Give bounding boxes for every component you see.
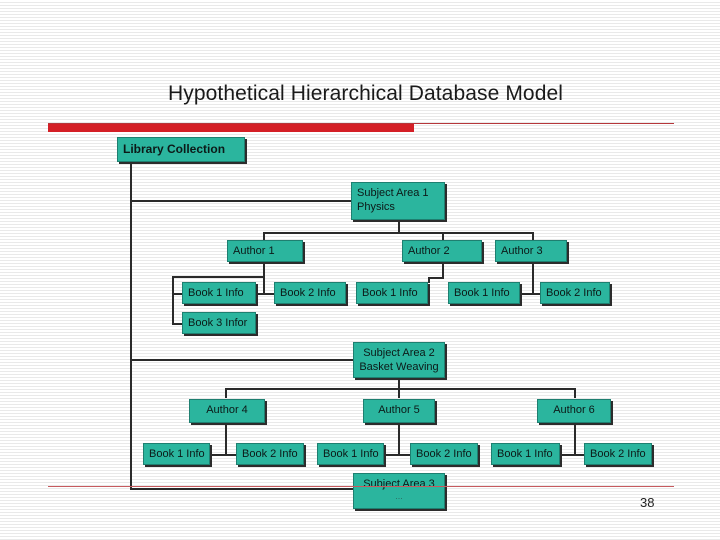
book-node: Book 2 Info bbox=[540, 282, 610, 304]
author-node: Author 5 bbox=[363, 399, 435, 423]
connector-line bbox=[428, 277, 444, 279]
book-label: Book 1 Info bbox=[497, 448, 553, 460]
book-node: Book 2 Info bbox=[584, 443, 652, 465]
connector-line bbox=[560, 454, 586, 456]
connector-line bbox=[532, 262, 534, 294]
slide-title: Hypothetical Hierarchical Database Model bbox=[168, 82, 564, 105]
author-label: Author 2 bbox=[408, 245, 450, 257]
connector-line bbox=[130, 488, 353, 490]
title-underline bbox=[48, 123, 674, 124]
connector-line bbox=[130, 163, 132, 489]
book-node: Book 2 Info bbox=[236, 443, 304, 465]
subject-area-node: Subject Area 1 Physics bbox=[351, 182, 445, 220]
author-label: Author 6 bbox=[553, 404, 595, 416]
connector-line bbox=[398, 388, 400, 398]
connector-line bbox=[225, 423, 227, 455]
connector-line bbox=[172, 323, 182, 325]
book-label: Book 2 Info bbox=[242, 448, 298, 460]
connector-line bbox=[225, 388, 576, 390]
book-label: Book 1 Info bbox=[188, 287, 244, 299]
author-node: Author 1 bbox=[227, 240, 303, 262]
book-label: Book 1 Info bbox=[454, 287, 510, 299]
connector-line bbox=[263, 232, 265, 240]
book-node: Book 1 Info bbox=[356, 282, 428, 304]
connector-line bbox=[263, 232, 534, 234]
connector-line bbox=[574, 423, 576, 455]
book-label: Book 2 Info bbox=[546, 287, 602, 299]
book-node: Book 2 Info bbox=[274, 282, 346, 304]
connector-line bbox=[442, 232, 444, 240]
author-label: Author 4 bbox=[206, 404, 248, 416]
connector-line bbox=[428, 277, 430, 283]
author-label: Author 5 bbox=[378, 404, 420, 416]
connector-line bbox=[532, 232, 534, 240]
connector-line bbox=[263, 262, 265, 294]
connector-line bbox=[256, 293, 274, 295]
subject-area-node: Subject Area 2 Basket Weaving bbox=[353, 342, 445, 378]
book-node: Book 1 Info bbox=[317, 443, 384, 465]
author-node: Author 4 bbox=[189, 399, 265, 423]
page-number: 38 bbox=[640, 495, 655, 510]
connector-line bbox=[384, 454, 410, 456]
book-label: Book 3 Infor bbox=[188, 317, 248, 329]
subject-area-name: Basket Weaving bbox=[359, 361, 439, 373]
book-node: Book 1 Info bbox=[182, 282, 256, 304]
root-node: Library Collection bbox=[117, 137, 245, 162]
connector-line bbox=[520, 293, 540, 295]
connector-line bbox=[172, 276, 174, 324]
connector-line bbox=[442, 262, 444, 278]
book-node: Book 1 Info bbox=[491, 443, 560, 465]
subject-area-node: Subject Area 3 ... bbox=[353, 473, 445, 509]
subject-area-label: Subject Area 1 bbox=[357, 187, 429, 199]
book-label: Book 2 Info bbox=[416, 448, 472, 460]
author-label: Author 3 bbox=[501, 245, 543, 257]
connector-line bbox=[172, 276, 265, 278]
root-node-label: Library Collection bbox=[123, 142, 226, 156]
book-label: Book 1 Info bbox=[323, 448, 379, 460]
book-node: Book 1 Info bbox=[143, 443, 210, 465]
subject-area-name: Physics bbox=[357, 201, 395, 213]
book-label: Book 2 Info bbox=[590, 448, 646, 460]
title-accent-bar bbox=[48, 123, 414, 132]
author-node: Author 6 bbox=[537, 399, 611, 423]
connector-line bbox=[172, 293, 182, 295]
connector-line bbox=[210, 454, 236, 456]
author-node: Author 3 bbox=[495, 240, 567, 262]
connector-line bbox=[225, 388, 227, 398]
footer-rule bbox=[48, 486, 674, 487]
connector-line bbox=[398, 377, 400, 389]
connector-line bbox=[398, 219, 400, 233]
connector-line bbox=[574, 388, 576, 398]
book-label: Book 1 Info bbox=[362, 287, 418, 299]
book-node: Book 2 Info bbox=[410, 443, 478, 465]
connector-line bbox=[130, 200, 353, 202]
author-node: Author 2 bbox=[402, 240, 482, 262]
book-node: Book 3 Infor bbox=[182, 312, 256, 334]
subject-area-label: Subject Area 3 bbox=[363, 478, 435, 490]
subject-area-label: Subject Area 2 bbox=[363, 347, 435, 359]
connector-line bbox=[130, 359, 353, 361]
book-node: Book 1 Info bbox=[448, 282, 520, 304]
connector-line bbox=[398, 423, 400, 455]
subject-area-name: ... bbox=[395, 491, 403, 501]
author-label: Author 1 bbox=[233, 245, 275, 257]
book-label: Book 2 Info bbox=[280, 287, 336, 299]
book-label: Book 1 Info bbox=[149, 448, 205, 460]
